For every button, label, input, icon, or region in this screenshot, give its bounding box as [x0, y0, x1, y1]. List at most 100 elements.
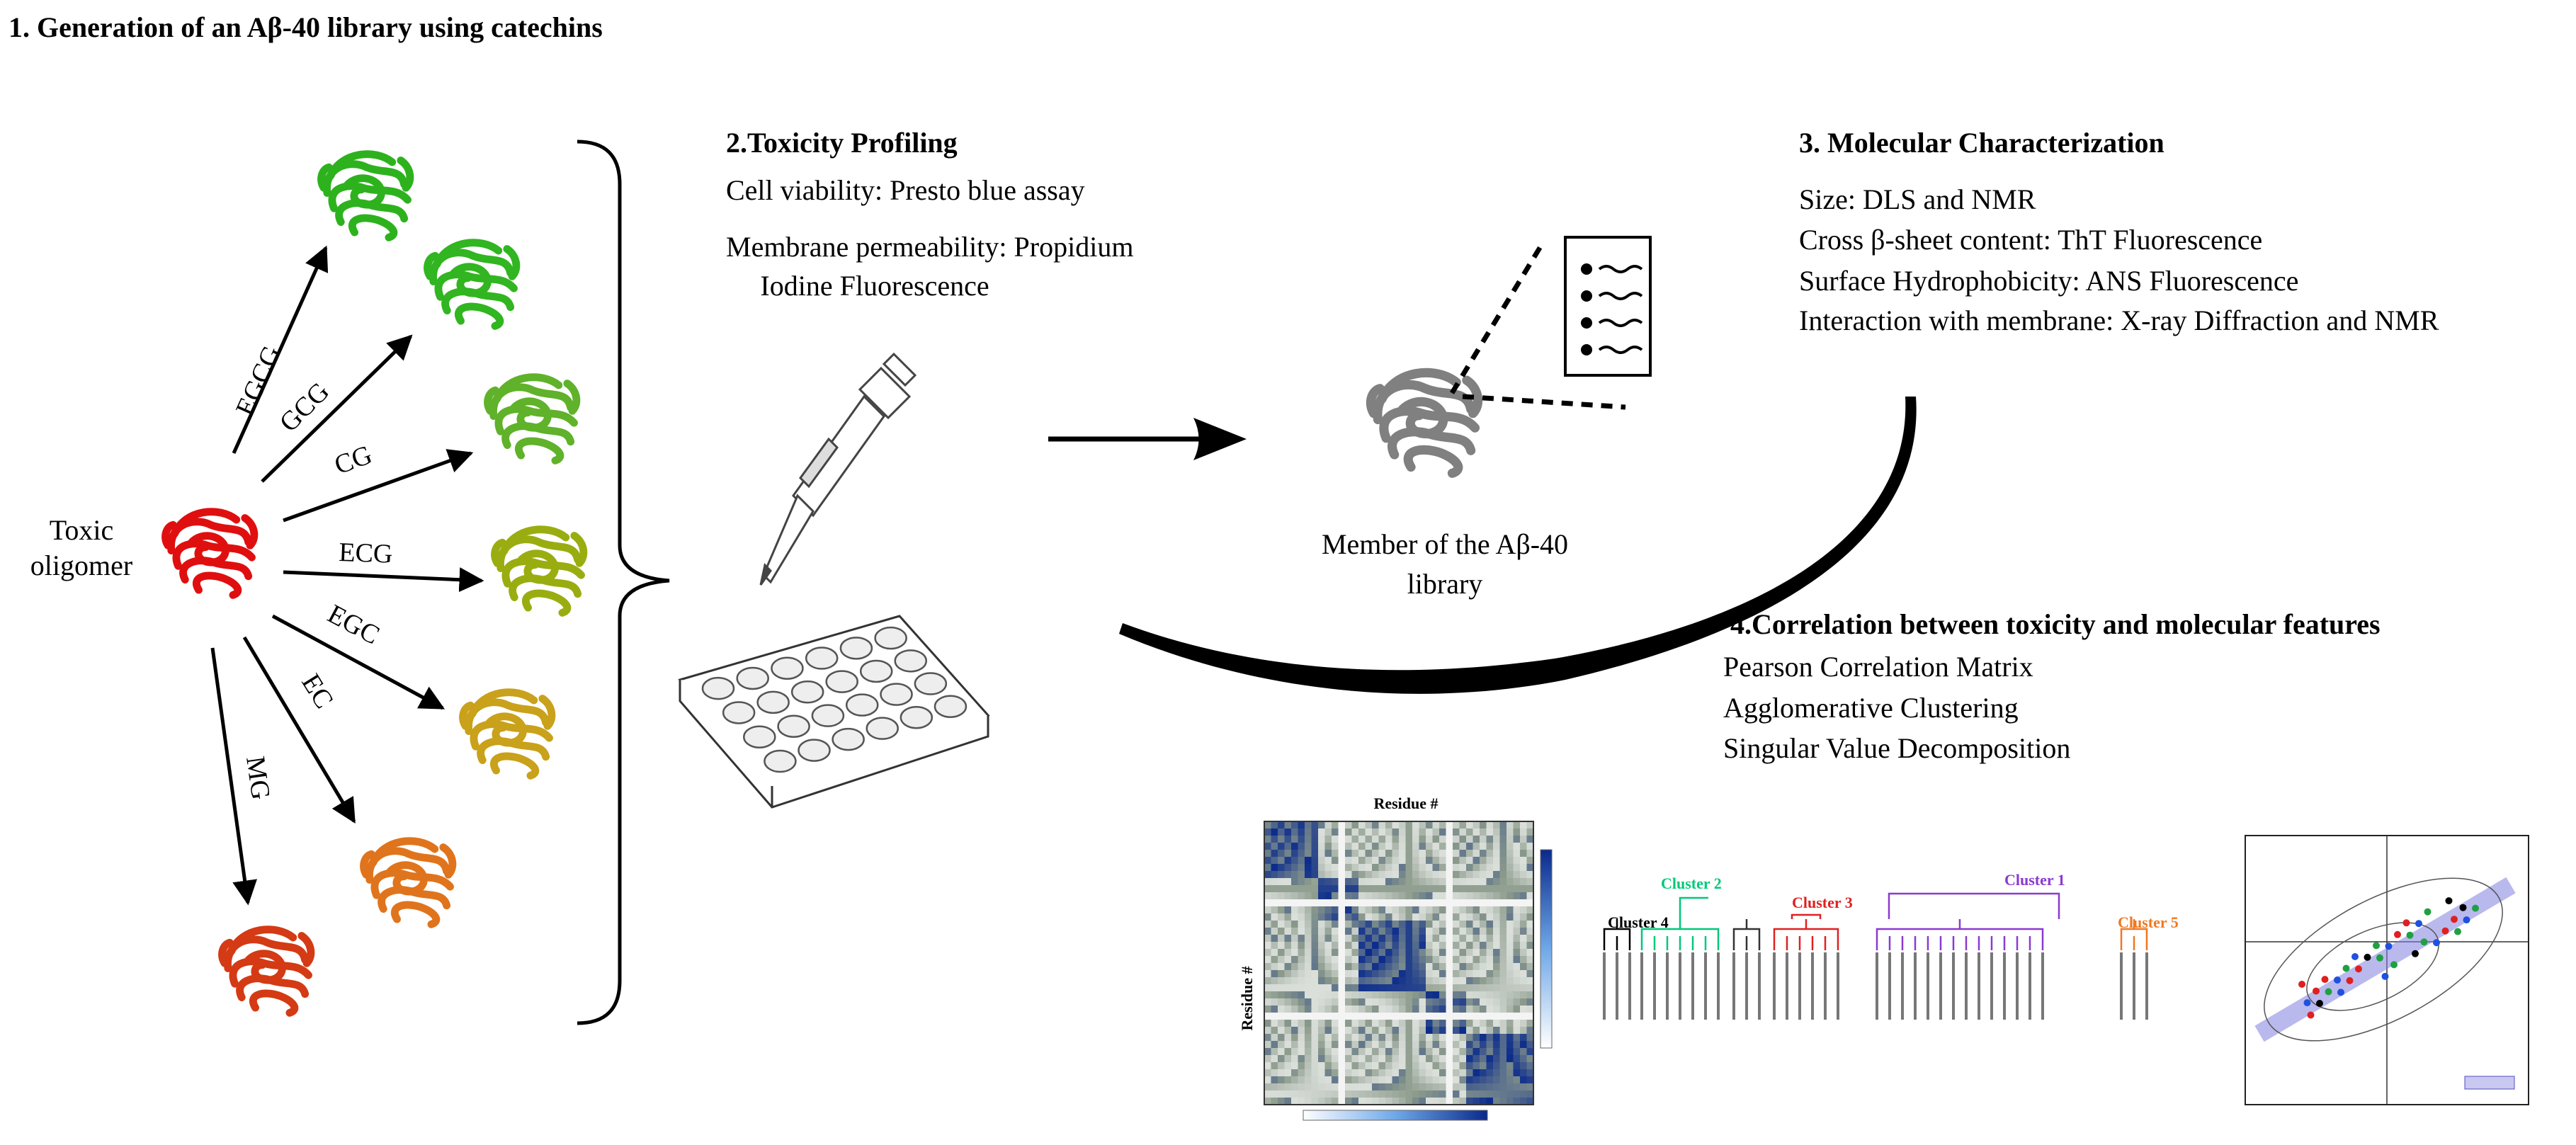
heatmap-cell	[1351, 1062, 1359, 1070]
heatmap-cell	[1332, 857, 1339, 865]
heatmap-cell	[1520, 871, 1527, 879]
heatmap-cell	[1284, 935, 1292, 942]
heatmap-cell	[1278, 977, 1285, 985]
heatmap-cell	[1507, 871, 1514, 879]
heatmap-cell	[1332, 942, 1339, 950]
heatmap-cell	[1493, 892, 1500, 900]
heatmap-cell	[1466, 998, 1473, 1006]
heatmap-cell	[1271, 843, 1278, 850]
heatmap-cell	[1446, 885, 1453, 893]
heatmap-cell	[1324, 991, 1332, 999]
heatmap-cell	[1318, 921, 1325, 928]
heatmap-cell	[1480, 1027, 1487, 1035]
heatmap-cell	[1338, 970, 1346, 978]
heatmap-cell	[1466, 864, 1473, 872]
heatmap-cell	[1291, 1006, 1298, 1013]
heatmap-cell	[1473, 942, 1480, 950]
heatmap-cell	[1392, 935, 1400, 942]
svd-point	[2394, 930, 2401, 938]
heatmap-cell	[1432, 850, 1440, 858]
heatmap-cell	[1318, 878, 1325, 886]
heatmap-cell	[1311, 1027, 1319, 1035]
plate-well	[934, 695, 968, 718]
heatmap-cell	[1291, 1048, 1298, 1056]
heatmap-cell	[1311, 921, 1319, 928]
plate-well	[845, 693, 879, 717]
heatmap-cell	[1305, 857, 1312, 865]
heatmap-cell	[1526, 885, 1534, 893]
heatmap-cell	[1264, 857, 1271, 865]
heatmap-cell	[1318, 949, 1325, 957]
heatmap-cell	[1378, 850, 1386, 858]
heatmap-cell	[1412, 1034, 1419, 1042]
heatmap-cell	[1499, 843, 1507, 850]
heatmap-cell	[1405, 991, 1413, 999]
heatmap-cell	[1291, 949, 1298, 957]
heatmap-cell	[1358, 1069, 1366, 1077]
heatmap-cell	[1338, 871, 1346, 879]
heatmap-cell	[1432, 899, 1440, 907]
heatmap-cell	[1412, 991, 1419, 999]
heatmap-cell	[1318, 998, 1325, 1006]
heatmap-cell	[1513, 998, 1521, 1006]
svd-point	[2451, 916, 2458, 923]
heatmap-cell	[1486, 1041, 1494, 1049]
heatmap-cell	[1499, 828, 1507, 836]
heatmap-cell	[1405, 1076, 1413, 1084]
heatmap-cell	[1453, 913, 1460, 921]
heatmap-cell	[1520, 828, 1527, 836]
heatmap-cell	[1298, 1041, 1305, 1049]
plate-well	[736, 666, 769, 690]
heatmap-cell	[1278, 1034, 1285, 1042]
heatmap-cell	[1264, 843, 1271, 850]
heatmap-cell	[1365, 1020, 1373, 1027]
heatmap-cell	[1291, 991, 1298, 999]
heatmap-cell	[1486, 843, 1494, 850]
heatmap-cell	[1351, 1083, 1359, 1091]
heatmap-cell	[1392, 1055, 1400, 1063]
plate-well	[756, 690, 790, 714]
heatmap-cell	[1305, 977, 1312, 985]
heatmap-cell	[1291, 1098, 1298, 1105]
heatmap-cell	[1372, 1069, 1379, 1077]
heatmap-cell	[1526, 878, 1534, 886]
heatmap-cell	[1453, 857, 1460, 865]
heatmap-cell	[1271, 956, 1278, 964]
heatmap-cell	[1345, 1048, 1352, 1056]
heatmap-cell	[1446, 935, 1453, 942]
heatmap-cell	[1338, 885, 1346, 893]
heatmap-cell	[1318, 821, 1325, 829]
heatmap-cell	[1345, 928, 1352, 935]
heatmap-cell	[1385, 998, 1392, 1006]
heatmap-cell	[1358, 843, 1366, 850]
heatmap-cell	[1305, 1048, 1312, 1056]
heatmap-cell	[1338, 1098, 1346, 1105]
heatmap-cell	[1264, 906, 1271, 914]
heatmap-cell	[1507, 821, 1514, 829]
heatmap-cell	[1507, 878, 1514, 886]
heatmap-cell	[1338, 913, 1346, 921]
heatmap-cell	[1526, 871, 1534, 879]
heatmap-cell	[1264, 970, 1271, 978]
heatmap-cell	[1358, 942, 1366, 950]
heatmap-cell	[1412, 935, 1419, 942]
heatmap-cell	[1324, 956, 1332, 964]
heatmap-cell	[1372, 963, 1379, 971]
heatmap-cell	[1345, 921, 1352, 928]
heatmap-cell	[1480, 906, 1487, 914]
heatmap-cell	[1291, 1069, 1298, 1077]
heatmap-cell	[1507, 828, 1514, 836]
toxic-oligomer-blob	[166, 512, 254, 596]
heatmap-cell	[1298, 998, 1305, 1006]
heatmap-cell	[1486, 1083, 1494, 1091]
heatmap-cell	[1480, 899, 1487, 907]
heatmap-cell	[1419, 1076, 1426, 1084]
heatmap-cell	[1264, 1062, 1271, 1070]
heatmap-cell	[1338, 928, 1346, 935]
heatmap-cell	[1466, 857, 1473, 865]
heatmap-cell	[1332, 906, 1339, 914]
heatmap-cell	[1278, 1090, 1285, 1098]
heatmap-cell	[1345, 1020, 1352, 1027]
heatmap-cell	[1526, 942, 1534, 950]
heatmap-cell	[1459, 1069, 1467, 1077]
